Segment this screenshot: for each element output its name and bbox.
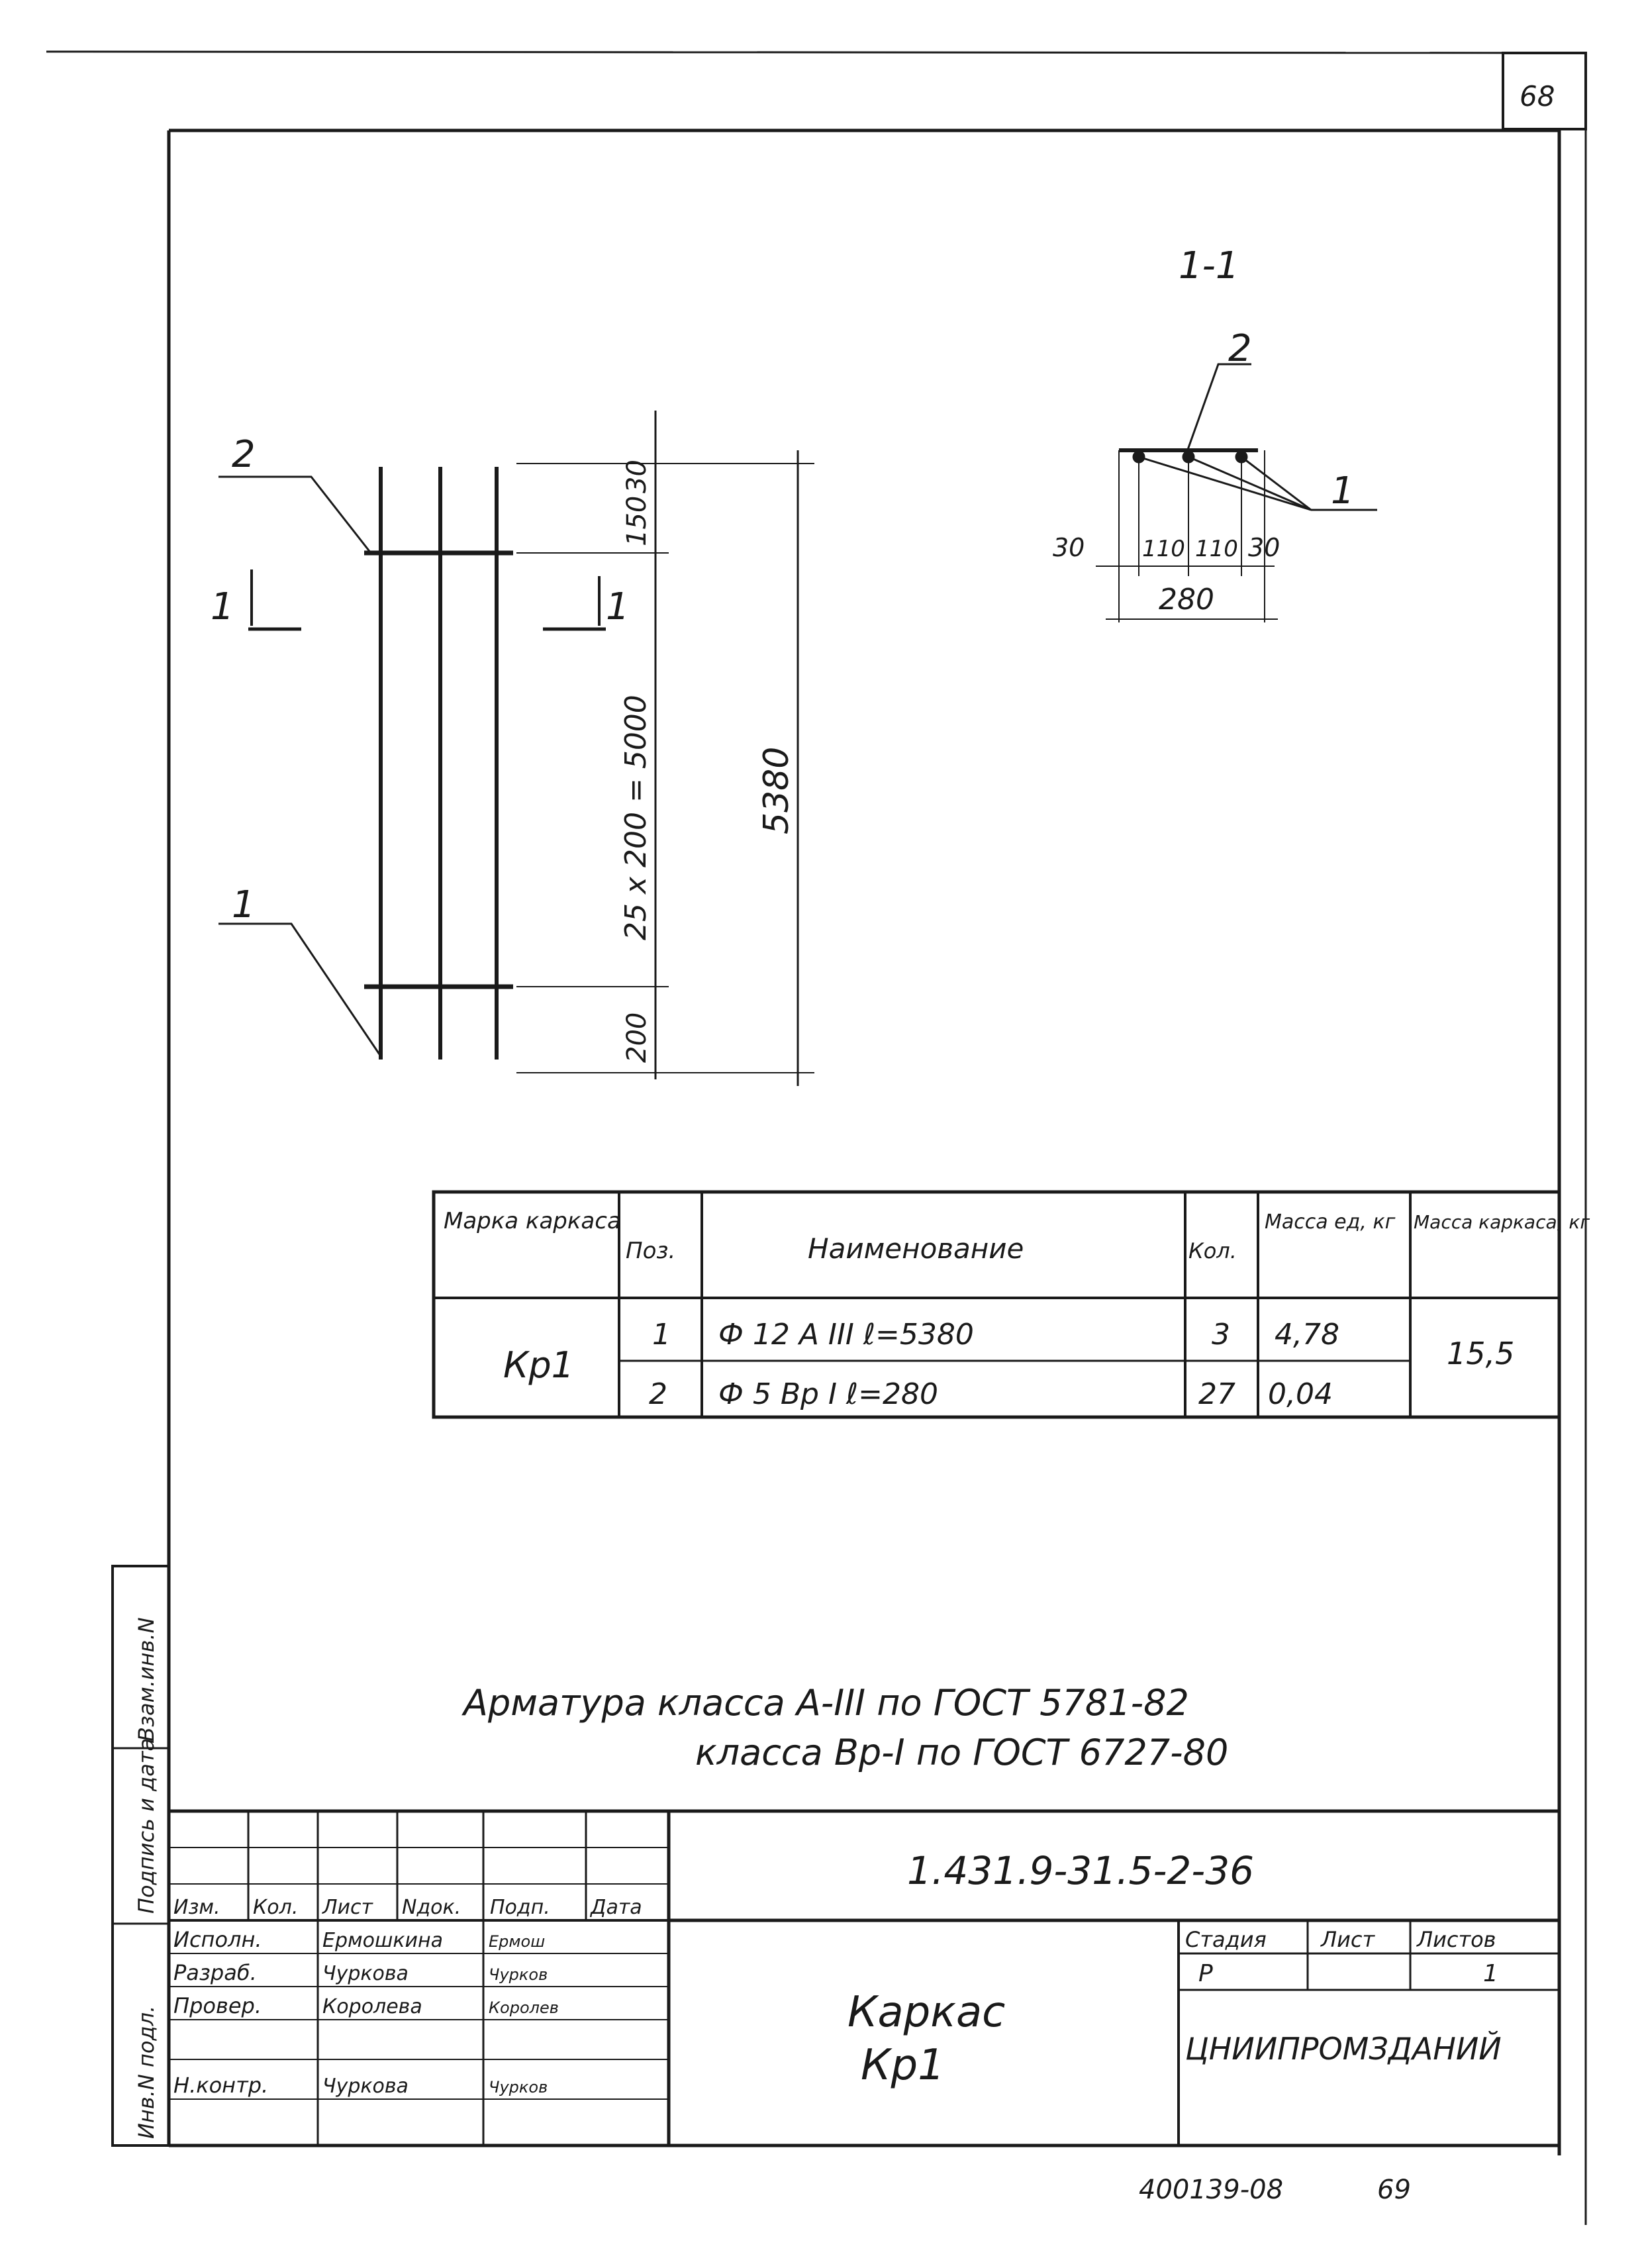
person-4-sign: Чурков: [489, 2078, 548, 2096]
organization: ЦНИИПРОМЗДАНИЙ: [1185, 2031, 1502, 2067]
row-2-qty: 27: [1198, 1377, 1235, 1411]
frame-label-position-1: 1: [232, 883, 256, 926]
cut-mark-right-label: 1: [606, 585, 630, 628]
table-header-unit-mass: Масса ед, кг: [1265, 1210, 1396, 1234]
person-3-sign: Королев: [489, 1998, 559, 2017]
section-1-1: [1096, 363, 1377, 622]
cut-mark-left-label: 1: [211, 585, 234, 628]
table-header-name: Наименование: [808, 1232, 1024, 1265]
col-header-list: Лист: [322, 1896, 374, 1919]
spec-table-grid: [432, 1190, 1561, 1419]
sheet-label: Лист: [1320, 1927, 1375, 1952]
person-1-sign: Ермош: [489, 1932, 545, 1951]
table-header-mark: Марка каркаса: [444, 1208, 621, 1234]
side-stamp-inv-n: Инв.N подл.: [134, 2006, 159, 2139]
section-dim-left: 30: [1053, 533, 1085, 562]
stage-label: Стадия: [1185, 1927, 1267, 1952]
table-header-qty: Кол.: [1188, 1238, 1237, 1263]
title-block-grid: [169, 1809, 1559, 2145]
stage-value: Р: [1198, 1960, 1213, 1987]
section-dim-spacing-2: 110: [1195, 536, 1238, 562]
section-label-position-2: 2: [1228, 327, 1252, 370]
person-3-name: Королева: [322, 1995, 422, 2018]
side-stamp-sign-date: Подпись и дата: [134, 1738, 159, 1914]
row-1-pos: 1: [652, 1318, 671, 1352]
person-4-role: Н.контр.: [173, 2073, 268, 2098]
table-header-pos: Поз.: [626, 1238, 675, 1264]
frame-dim-bottom: 200: [622, 1012, 652, 1063]
frame-dim-middle: 25 x 200 = 5000: [619, 695, 653, 940]
side-stamp-replace-inv: Взам.инв.N: [134, 1617, 159, 1742]
sheets-value: 1: [1483, 1960, 1498, 1987]
col-header-podp: Подп.: [490, 1896, 550, 1919]
row-2-name: Ф 5 Bp I ℓ=280: [718, 1377, 938, 1411]
row-1-unit-mass: 4,78: [1275, 1318, 1339, 1352]
frame-dim-second: 150: [622, 496, 652, 546]
frame-mark: Кр1: [503, 1344, 574, 1386]
person-2-sign: Чурков: [489, 1965, 548, 1984]
frame-label-position-2: 2: [232, 433, 256, 476]
drawing-title-line-2: Кр1: [861, 2041, 945, 2090]
sheet-number: 68: [1520, 80, 1555, 113]
footer-code: 400139-08: [1139, 2175, 1283, 2205]
drawing-title-line-1: Каркас: [847, 1988, 1005, 2037]
section-dim-right: 30: [1248, 533, 1280, 562]
section-dim-total: 280: [1159, 583, 1214, 616]
note-line-2: класса Bp-I по ГОСТ 6727-80: [695, 1732, 1228, 1773]
person-1-name: Ермошкина: [322, 1929, 443, 1952]
section-title: 1-1: [1179, 244, 1239, 287]
sheets-label: Листов: [1416, 1927, 1496, 1952]
footer-page: 69: [1377, 2175, 1411, 2205]
side-stamp: [111, 1565, 170, 2147]
person-2-role: Разраб.: [173, 1960, 257, 1985]
col-header-data: Дата: [589, 1896, 642, 1919]
col-header-izm: Изм.: [173, 1896, 220, 1919]
drawing-code: 1.431.9-31.5-2-36: [907, 1848, 1254, 1893]
row-2-pos: 2: [649, 1377, 667, 1411]
frame-dim-top: 30: [622, 460, 652, 493]
frame-elevation: [218, 411, 814, 1086]
frame-mass: 15,5: [1447, 1336, 1514, 1371]
col-header-ndok: Nдок.: [402, 1896, 461, 1919]
person-3-role: Провер.: [173, 1993, 262, 2018]
person-1-role: Исполн.: [173, 1927, 262, 1952]
note-line-1: Арматура класса A-III по ГОСТ 5781-82: [461, 1682, 1189, 1724]
row-2-unit-mass: 0,04: [1268, 1377, 1333, 1411]
person-4-name: Чуркова: [322, 2075, 409, 2098]
row-1-name: Ф 12 A III ℓ=5380: [718, 1318, 974, 1352]
table-header-frame-mass: Масса каркаса, кг: [1414, 1211, 1590, 1233]
section-dim-spacing-1: 110: [1142, 536, 1185, 562]
row-1-qty: 3: [1212, 1318, 1230, 1352]
person-2-name: Чуркова: [322, 1962, 409, 1985]
section-label-position-1: 1: [1331, 469, 1355, 513]
col-header-kol: Кол.: [253, 1896, 298, 1919]
frame-dim-total: 5380: [757, 747, 797, 834]
